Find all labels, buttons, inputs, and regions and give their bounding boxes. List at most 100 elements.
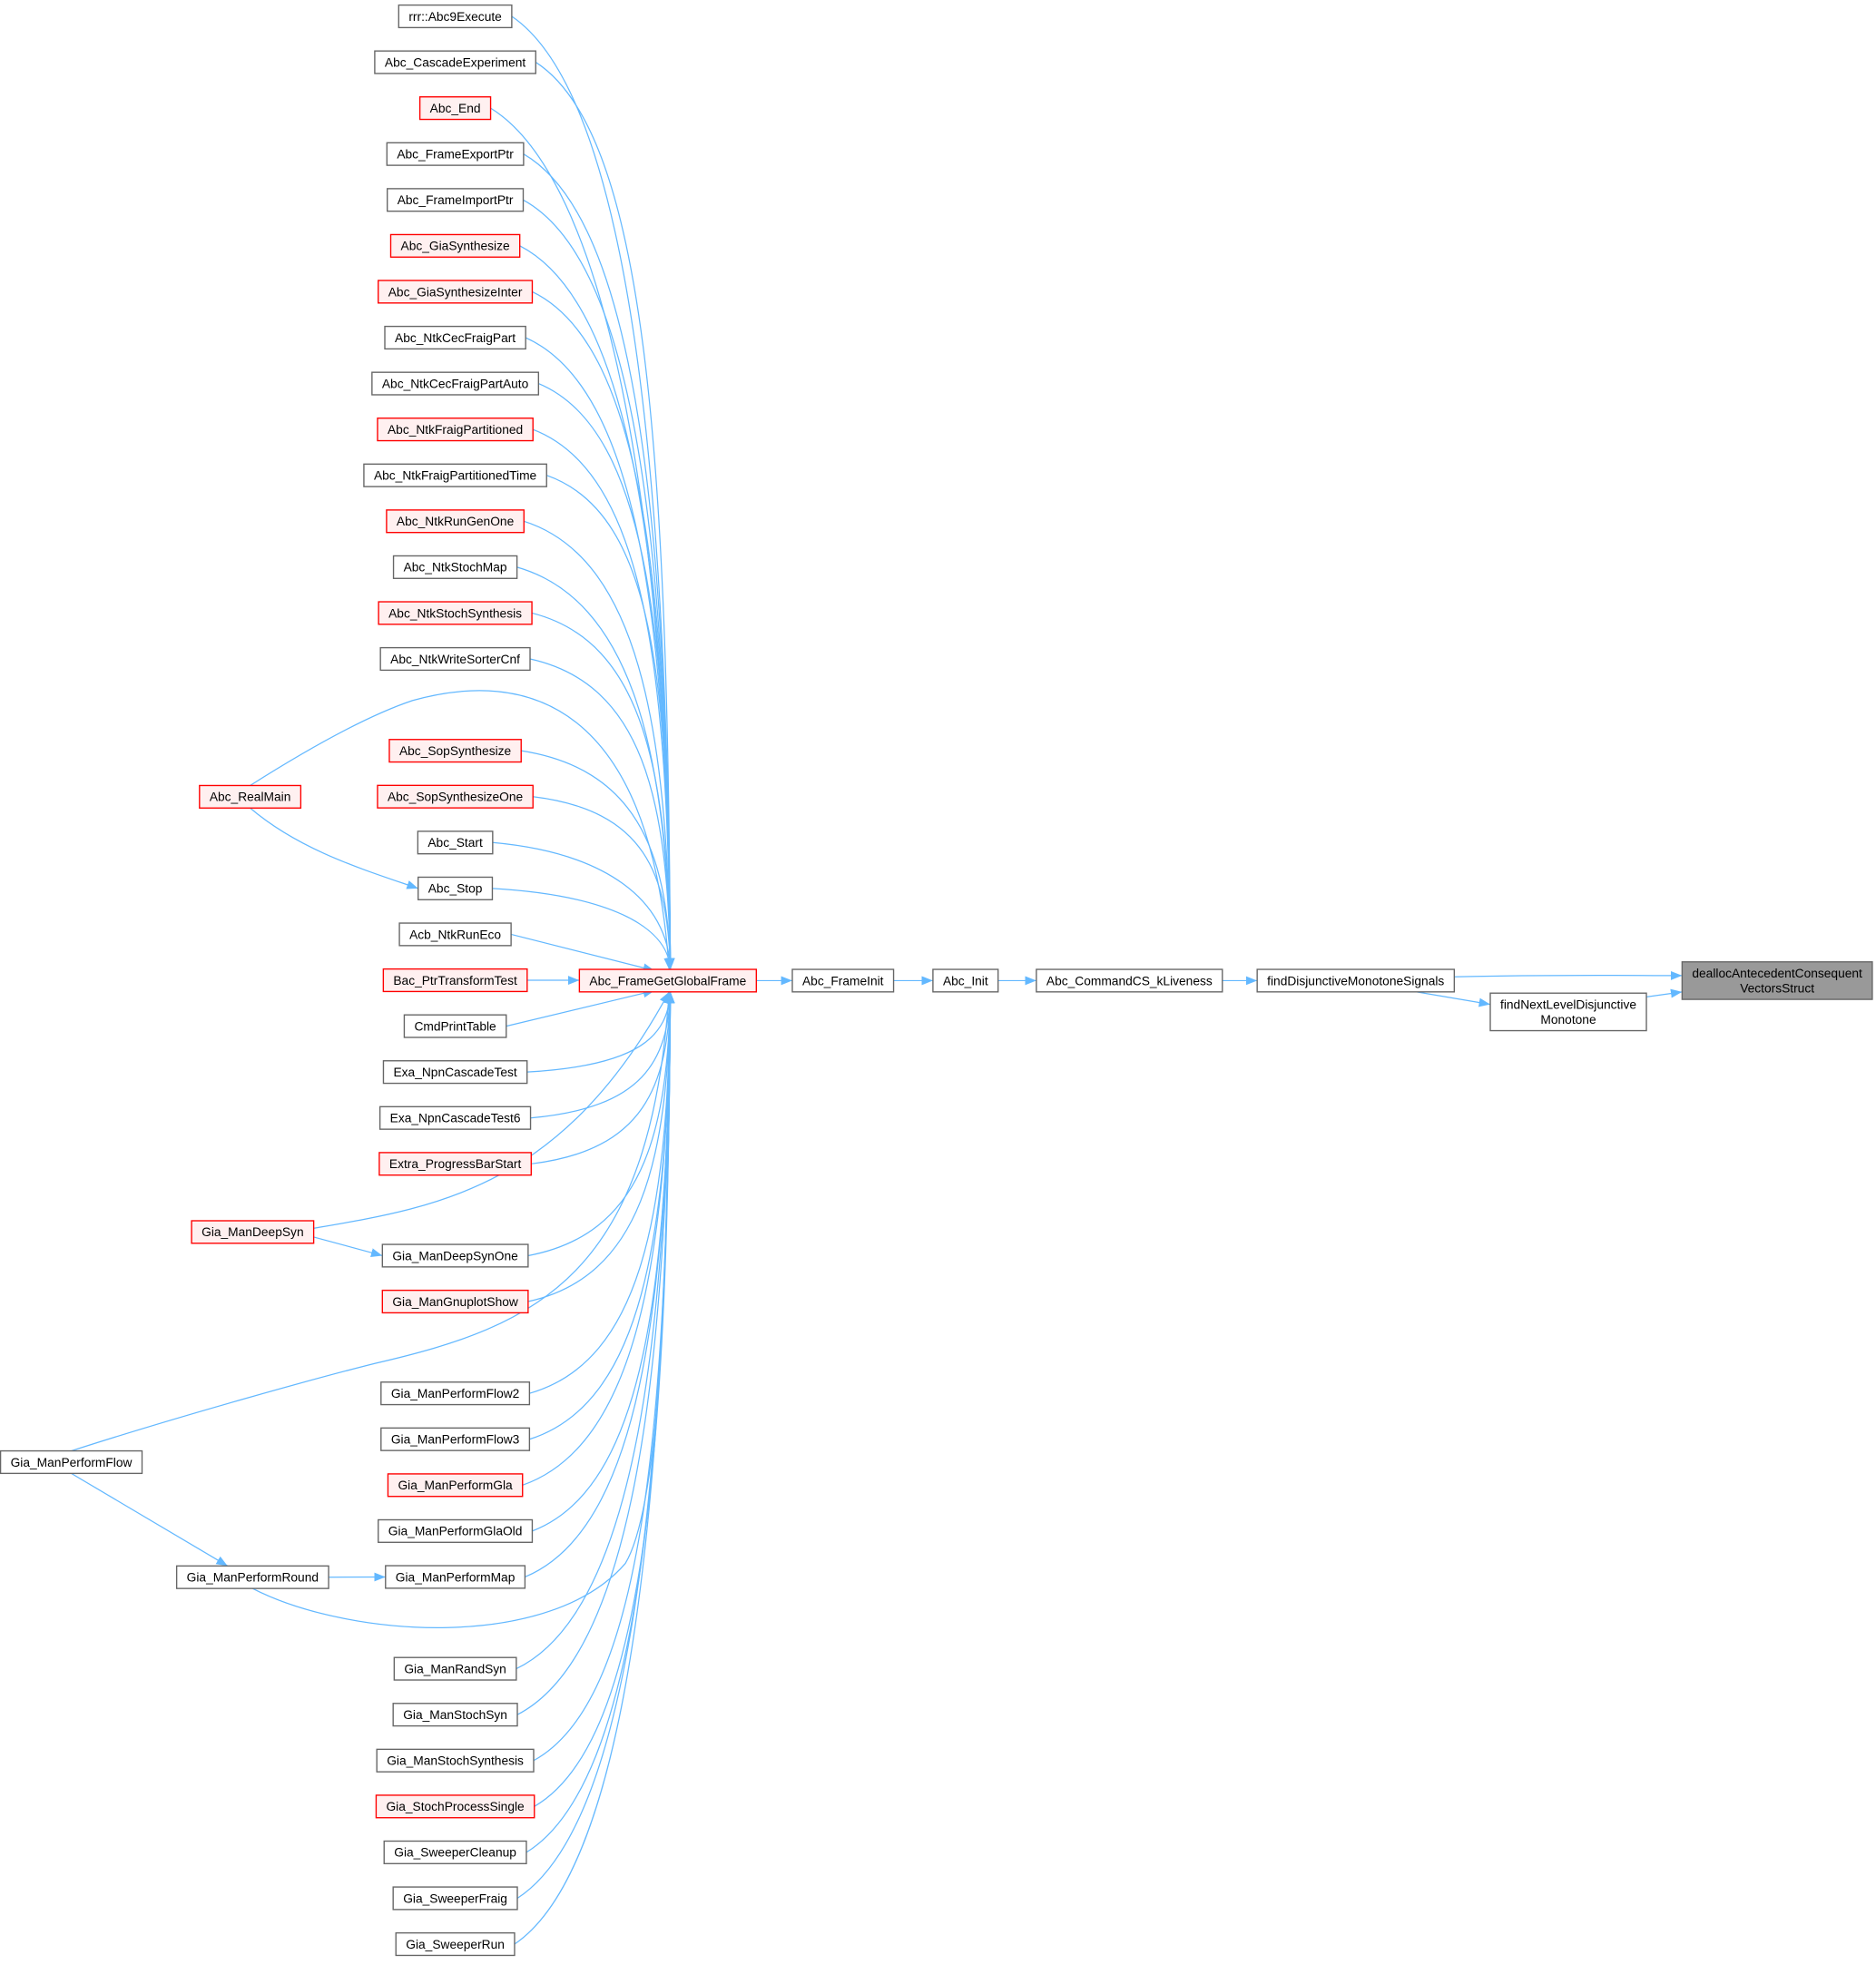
call-edge [535, 62, 675, 970]
node-box [371, 371, 540, 396]
call-edge [531, 991, 675, 1164]
caller-node[interactable]: Gia_ManPerformGlaOld [378, 1518, 534, 1543]
caller-node[interactable]: Abc_NtkFraigPartitionedTime [363, 463, 547, 487]
caller-node[interactable]: Gia_SweeperFraig [392, 1886, 518, 1911]
caller-node[interactable]: Gia_SweeperRun [395, 1931, 516, 1957]
node-box [383, 1840, 527, 1864]
call-edge [522, 991, 675, 1486]
caller-node[interactable]: Gia_ManStochSynthesis [376, 1748, 535, 1773]
call-edge [527, 991, 675, 1302]
node-label: Gia_SweeperCleanup [394, 1846, 516, 1860]
node-label: Gia_ManDeepSyn [201, 1225, 303, 1239]
call-edge [71, 991, 673, 1452]
node-box [1256, 968, 1456, 993]
caller-node[interactable]: Abc_NtkCecFraigPart [384, 325, 526, 350]
call-edge [252, 991, 674, 1628]
node-box [376, 1748, 535, 1773]
node-box [392, 1886, 518, 1911]
chain-node[interactable]: Abc_CommandCS_kLiveness [1036, 968, 1223, 993]
caller-node[interactable]: Abc_GiaSynthesize [389, 233, 521, 258]
caller-node[interactable]: Gia_ManPerformFlow3 [380, 1427, 531, 1451]
node-label: Abc_NtkWriteSorterCnf [390, 653, 520, 666]
caller-node[interactable]: Gia_ManRandSyn [393, 1656, 517, 1681]
node-box [374, 50, 536, 74]
node-box [395, 1931, 516, 1957]
caller-node[interactable]: Abc_NtkStochSynthesis [378, 601, 533, 625]
chain-node[interactable]: Abc_FrameInit [791, 968, 895, 993]
caller-node[interactable]: Abc_Start [417, 830, 494, 855]
node-label: Abc_Start [427, 836, 483, 850]
caller-node[interactable]: Abc_End [418, 96, 492, 121]
caller-node[interactable]: Abc_NtkWriteSorterCnf [379, 646, 531, 672]
caller-node[interactable]: Extra_ProgressBarStart [378, 1152, 532, 1176]
caller-node[interactable]: Abc_SopSynthesize [388, 739, 522, 763]
caller-node[interactable]: Abc_Stop [417, 876, 494, 900]
node-box [387, 188, 525, 212]
node-label: findDisjunctiveMonotoneSignals [1267, 974, 1444, 987]
node-label: Abc_End [430, 102, 481, 115]
caller-node[interactable]: Exa_NpnCascadeTest6 [378, 1105, 532, 1130]
call-edge [510, 933, 655, 973]
node-box [0, 1449, 143, 1475]
side-node[interactable]: Gia_ManPerformRound [175, 1565, 329, 1589]
caller-node[interactable]: CmdPrintTable [403, 1014, 507, 1038]
node-box [379, 646, 531, 672]
node-label: Abc_CommandCS_kLiveness [1046, 974, 1213, 987]
caller-node[interactable]: Abc_NtkCecFraigPartAuto [371, 371, 540, 396]
caller-node[interactable]: Bac_PtrTransformTest [382, 968, 528, 993]
node-box [381, 1289, 529, 1314]
caller-node[interactable]: Abc_NtkFraigPartitioned [377, 418, 534, 442]
caller-node[interactable]: Gia_SweeperCleanup [383, 1840, 527, 1864]
call-edge [71, 1472, 229, 1567]
call-edge [533, 991, 675, 1762]
node-box [791, 968, 895, 993]
node-label: Exa_NpnCascadeTest6 [390, 1112, 521, 1125]
call-edge [511, 15, 675, 970]
node-box [578, 968, 758, 993]
caller-node[interactable]: Abc_FrameExportPtr [386, 142, 525, 166]
side-node[interactable]: Gia_ManDeepSyn [191, 1220, 315, 1244]
node-box [385, 1565, 526, 1589]
node-label: rrr::Abc9Execute [408, 10, 502, 24]
caller-node[interactable]: Abc_CascadeExperiment [374, 50, 536, 74]
chain-node[interactable]: Abc_FrameGetGlobalFrame [578, 968, 758, 993]
chain-edge [1645, 988, 1683, 998]
caller-node[interactable]: Abc_GiaSynthesizeInter [378, 280, 534, 304]
caller-node[interactable]: Abc_FrameImportPtr [387, 188, 525, 212]
caller-node[interactable]: Gia_ManGnuplotShow [381, 1289, 529, 1314]
caller-node[interactable]: Gia_StochProcessSingle [375, 1794, 535, 1819]
node-label: Abc_Stop [428, 882, 483, 896]
node-label: Gia_ManPerformGlaOld [388, 1525, 523, 1538]
node-label: Gia_StochProcessSingle [386, 1800, 525, 1813]
caller-node[interactable]: Gia_ManStochSyn [392, 1703, 518, 1727]
node-box [363, 463, 547, 487]
node-box [1681, 961, 1873, 1000]
caller-node[interactable]: Abc_NtkStochMap [392, 555, 518, 579]
node-label: findNextLevelDisjunctive [1500, 997, 1636, 1011]
call-edge [533, 796, 675, 970]
caller-node[interactable]: Gia_ManPerformFlow2 [380, 1381, 531, 1406]
side-node[interactable]: Abc_RealMain [199, 784, 302, 809]
caller-node[interactable]: Exa_NpnCascadeTest [382, 1060, 528, 1085]
call-edge [532, 991, 675, 1532]
caller-node[interactable]: Gia_ManPerformGla [387, 1473, 524, 1498]
node-box [199, 784, 302, 809]
node-box [378, 1518, 534, 1543]
caller-node[interactable]: Abc_SopSynthesizeOne [377, 784, 534, 809]
chain-node[interactable]: findDisjunctiveMonotoneSignals [1256, 968, 1456, 993]
node-box [417, 876, 494, 900]
caller-node[interactable]: Gia_ManPerformMap [385, 1565, 526, 1589]
node-label: Abc_FrameExportPtr [397, 148, 514, 162]
chain-node[interactable]: Abc_Init [932, 968, 999, 993]
caller-node[interactable]: Gia_ManDeepSynOne [381, 1243, 529, 1268]
node-box [388, 739, 522, 763]
side-node[interactable]: Gia_ManPerformFlow [0, 1449, 143, 1475]
caller-node[interactable]: Acb_NtkRunEco [398, 922, 512, 947]
call-edge [516, 991, 675, 1899]
caller-node[interactable]: Abc_NtkRunGenOne [386, 509, 525, 534]
node-label: Abc_FrameGetGlobalFrame [589, 974, 746, 987]
caller-node[interactable]: rrr::Abc9Execute [398, 4, 513, 29]
